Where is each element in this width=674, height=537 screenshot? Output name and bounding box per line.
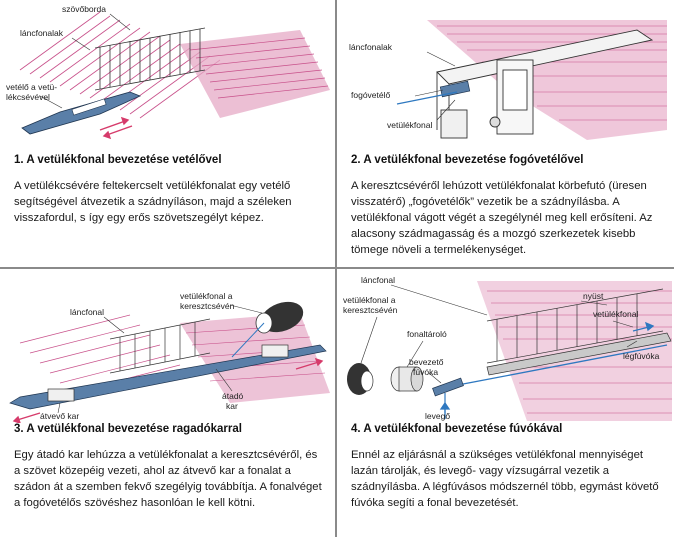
machine-frame (436, 29, 654, 139)
cross-wound-bobbin (231, 301, 304, 358)
panel-air-jet: láncfonal nyüst vetülékfonal a keresztcs… (337, 269, 674, 537)
label-vetulek-line2: keresztcsévén (343, 305, 398, 315)
horizontal-divider (0, 267, 674, 269)
label-fonaltarolo: fonaltároló (407, 329, 447, 339)
label-vetelo-line1: vetélő a vetü- (6, 82, 57, 92)
label-vetulek-line1: vetülékfonal a (343, 295, 396, 305)
air-flow-arrows (439, 321, 655, 419)
weft-storage-drum (390, 366, 424, 392)
weft-thread (396, 91, 458, 105)
panel-body-text: A vetülékcsévére feltekercselt vetülékfo… (14, 180, 292, 224)
right-guide-block (261, 344, 289, 358)
label-vetulekfonal: vetülékfonal (593, 309, 638, 319)
label-vetulekfonal: vetülékfonal (387, 120, 432, 130)
warp-threads (19, 314, 181, 394)
motion-arrows (12, 357, 324, 423)
shuttle (21, 91, 142, 135)
label-leaders (360, 284, 638, 384)
reed-bar (486, 332, 672, 376)
label-lancfonal: láncfonal (361, 275, 395, 285)
label-vetulek-line2: keresztcsévén (180, 301, 235, 311)
label-lancfonal: láncfonal (70, 307, 104, 317)
label-levego: levegő (425, 411, 450, 421)
cloth-weave-lines (189, 37, 329, 99)
panel-caption: 4. A vetülékfonal bevezetése fúvókával (351, 423, 563, 435)
label-fogovetelo: fogóvetélő (351, 90, 390, 100)
weft-thread (436, 344, 668, 390)
label-atado-line2: kar (226, 401, 238, 411)
rapier-bar (9, 344, 327, 410)
gripper-shuttle (439, 80, 471, 98)
panel-caption: 2. A vetülékfonal bevezetése fogóvetélőv… (351, 154, 584, 166)
figure-gripper-weaving: láncfonalak fogóvetélő vetülékfonal (349, 20, 667, 140)
motion-arrows (99, 116, 133, 140)
label-atvevo-kar: átvevő kar (40, 411, 79, 421)
label-lancfonalak: láncfonalak (349, 42, 393, 52)
reed (109, 318, 211, 374)
panel-body-text: A keresztcsévéről lehúzott vetülékfonala… (351, 180, 653, 256)
label-lancfonalak: láncfonalak (20, 28, 64, 38)
label-leaders (57, 304, 263, 414)
left-guide-block (47, 388, 75, 402)
label-bevezeto-line2: fúvóka (413, 367, 438, 377)
figure-shuttle-weaving: szövőborda láncfonalak vetélő a vetü- lé… (6, 4, 330, 140)
panel-caption: 1. A vetülékfonal bevezetése vetélővel (14, 154, 222, 166)
reed (94, 27, 206, 91)
label-bevezeto-line1: bevezető (409, 357, 444, 367)
panel-rapier: vetülékfonal a keresztcsévén láncfonal á… (0, 269, 337, 537)
panel-gripper: láncfonalak fogóvetélő vetülékfonal 2. A… (337, 0, 674, 268)
cross-wound-bobbin (347, 363, 374, 395)
label-leaders (414, 51, 456, 121)
label-vetulek-line1: vetülékfonal a (180, 291, 233, 301)
label-vetelo-line2: lékcsévével (6, 92, 50, 102)
panel-body-text: Ennél az eljárásnál a szükséges vetülékf… (351, 449, 659, 509)
woven-cloth (180, 30, 330, 118)
figure-rapier-weaving: vetülékfonal a keresztcsévén láncfonal á… (9, 291, 330, 423)
panel-shuttle: szövőborda láncfonalak vetélő a vetü- lé… (0, 0, 337, 268)
panel-caption: 3. A vetülékfonal bevezetése ragadókarra… (14, 423, 242, 435)
label-leaders (39, 13, 131, 109)
label-legfuvoka: légfúvóka (623, 351, 660, 361)
heald-frame (486, 288, 664, 364)
label-szovoborda: szövőborda (62, 4, 106, 14)
figure-air-jet-weaving: láncfonal nyüst vetülékfonal a keresztcs… (343, 275, 672, 421)
panel-body-text: Egy átadó kar lehúzza a vetülékfonalat a… (14, 449, 322, 509)
label-atado-line1: átadó (222, 391, 244, 401)
label-nyust: nyüst (583, 291, 604, 301)
